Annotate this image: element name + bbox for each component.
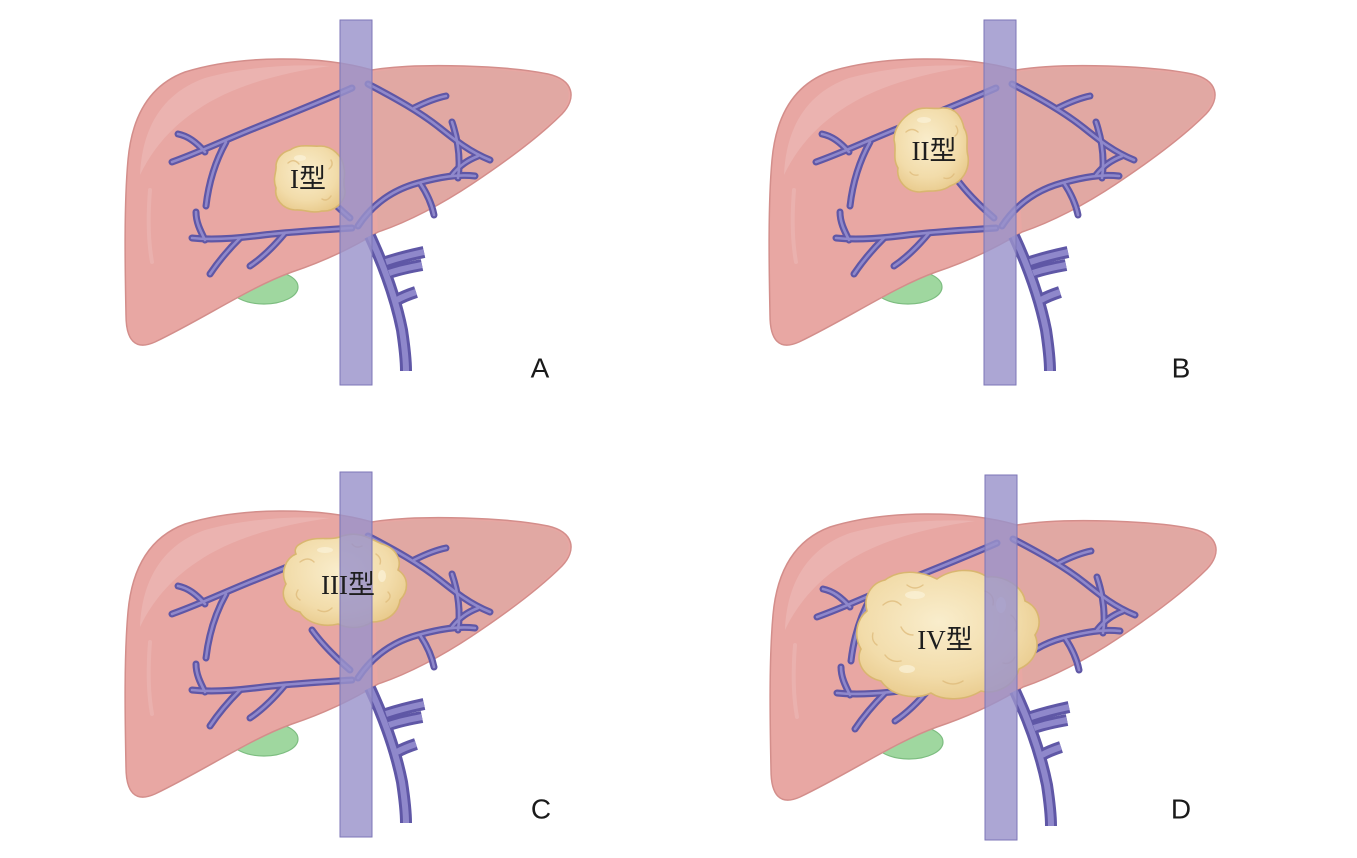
vena-cava: [339, 471, 373, 838]
tumor-label: III型: [321, 570, 375, 600]
vena-cava: [983, 19, 1017, 386]
tumor-type-2: [893, 107, 970, 193]
vena-cava: [339, 19, 373, 386]
panel-label: B: [1172, 353, 1191, 384]
tumor-label: IV型: [917, 625, 973, 655]
tumor-label: I型: [290, 164, 326, 194]
panel-a: I型 A: [125, 19, 571, 386]
tumor-texture: [287, 155, 333, 201]
tumor-type-1: [273, 144, 346, 213]
panel-d: IV型 D: [770, 474, 1216, 841]
panel-b: II型 B: [769, 19, 1215, 386]
vena-cava: [984, 474, 1018, 841]
panel-label: C: [531, 794, 551, 825]
panel-label: D: [1171, 794, 1191, 825]
tumor-texture: [905, 117, 959, 180]
panel-label: A: [531, 353, 550, 384]
tumor-label: II型: [912, 136, 957, 166]
panel-c: III型 C: [125, 471, 571, 838]
tumor-shape: [273, 144, 346, 213]
